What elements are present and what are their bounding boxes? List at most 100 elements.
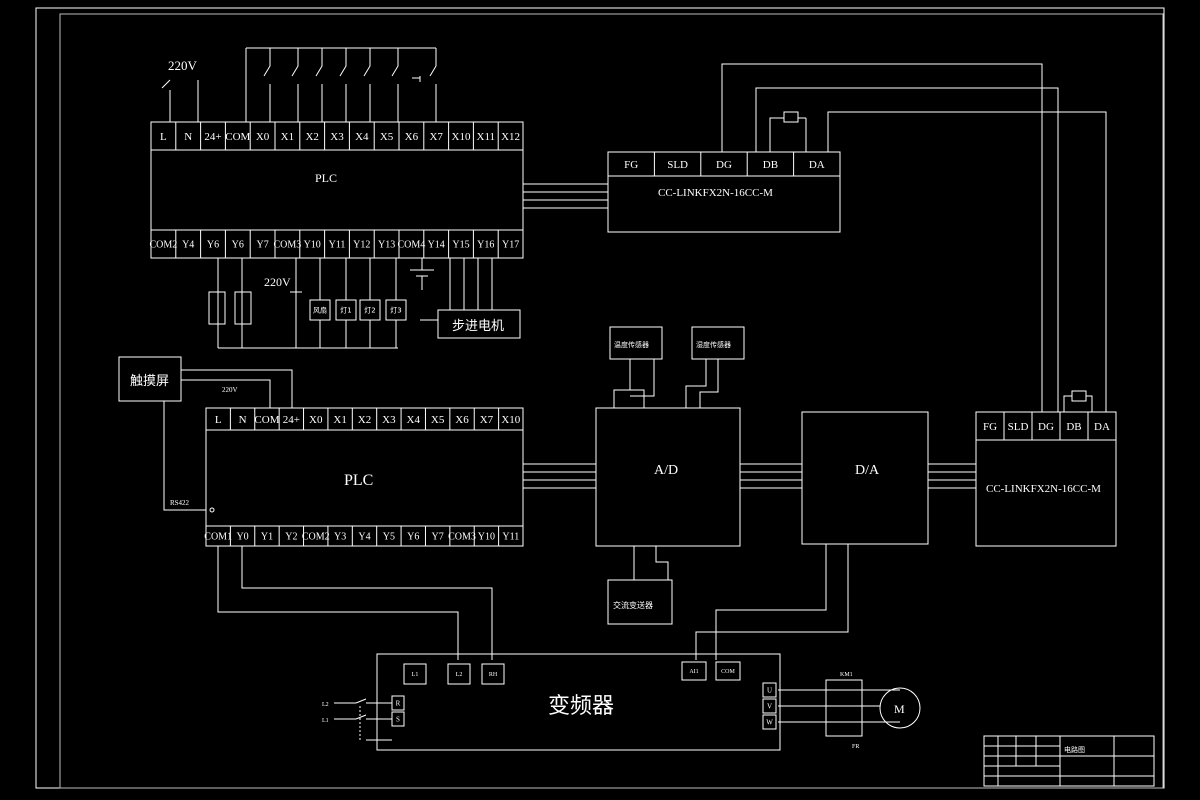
top-plc-input-terminal-11: X7 xyxy=(429,131,443,143)
bottom-plc-body xyxy=(205,407,524,547)
inverter-top-terminal-label-1: L2 xyxy=(456,672,463,678)
cc-top-terminal-2: DG xyxy=(716,159,732,171)
inverter-top-terminal-box-0 xyxy=(403,663,427,685)
title-block-name: 电路图 xyxy=(1064,745,1085,754)
load-label-2: 灯2 xyxy=(364,305,375,314)
cc-right-terminal-4: DA xyxy=(1094,421,1110,433)
bottom-plc-output-terminal-2: Y1 xyxy=(261,532,273,543)
load-label-1: 灯1 xyxy=(340,305,351,314)
cc-link-top-body xyxy=(607,151,841,233)
inverter-output-box-2 xyxy=(762,714,777,730)
top-plc-input-terminal-4: X0 xyxy=(256,131,270,143)
top-plc-input-terminal-10: X6 xyxy=(405,131,419,143)
cc-link-right-body xyxy=(975,411,1117,547)
top-plc-output-terminal-5: COM3 xyxy=(274,240,302,251)
bottom-plc-input-terminal-2: COM xyxy=(254,414,279,426)
bottom-plc-output-terminal-3: Y2 xyxy=(285,532,297,543)
touch-screen: 触摸屏 RS422 220V xyxy=(118,356,293,511)
inverter-output-label-2: W xyxy=(766,718,773,726)
top-plc-input-terminal-3: COM xyxy=(225,131,250,143)
bottom-plc-output-terminal-8: Y6 xyxy=(407,532,419,543)
ac-transmitter-box xyxy=(607,579,673,625)
bottom-plc-output-terminal-9: Y7 xyxy=(432,532,444,543)
inverter-top-terminal-label-2: RH xyxy=(489,672,498,678)
top-plc-input-terminal-2: 24+ xyxy=(204,131,221,143)
inverter-title: 变频器 xyxy=(548,694,614,719)
bottom-plc-input-terminal-0: L xyxy=(215,414,222,426)
inverter-body xyxy=(376,653,781,751)
bottom-plc-output-terminal-11: Y10 xyxy=(478,532,495,543)
rs422-label: RS422 xyxy=(170,499,190,507)
da-body xyxy=(801,411,929,545)
bottom-plc-input-terminal-8: X4 xyxy=(407,414,421,426)
touch-screen-box xyxy=(118,356,182,402)
bottom-plc-input-terminal-6: X2 xyxy=(358,414,371,426)
top-plc-input-terminal-6: X2 xyxy=(305,131,318,143)
cc-right-terminal-1: SLD xyxy=(1008,421,1029,433)
top-plc-input-terminal-8: X4 xyxy=(355,131,369,143)
inverter-top-terminal-label-0: L1 xyxy=(412,672,419,678)
bottom-plc-input-terminal-7: X3 xyxy=(382,414,396,426)
cc-right-terminal-2: DG xyxy=(1038,421,1054,433)
ad-module: A/D 温度传感器 湿度传感器 交流变送器 xyxy=(595,326,802,625)
bottom-plc-input-terminal-4: X0 xyxy=(309,414,323,426)
top-plc-input-terminal-1: N xyxy=(184,131,192,143)
contactor-label: KM1 xyxy=(840,672,853,678)
inverter-top-terminal-box-1 xyxy=(447,663,471,685)
top-plc-input-terminal-0: L xyxy=(160,131,167,143)
top-plc-supply-label: 220V xyxy=(168,58,198,73)
inverter-output-label-1: V xyxy=(767,702,772,710)
inverter-output-box-0 xyxy=(762,682,777,698)
load-label-3: 灯3 xyxy=(390,305,401,314)
top-plc-output-terminal-13: Y16 xyxy=(477,240,494,251)
cc-top-terminal-1: SLD xyxy=(667,159,688,171)
bottom-plc-output-terminal-0: COM1 xyxy=(204,532,232,543)
line-label-l2: L2 xyxy=(322,702,329,708)
bottom-plc-input-terminal-10: X6 xyxy=(455,414,469,426)
load-label-0: 风扇 xyxy=(313,305,327,314)
bottom-plc-input-terminal-11: X7 xyxy=(480,414,494,426)
ad-title: A/D xyxy=(654,463,678,478)
bottom-plc-output-terminal-4: COM2 xyxy=(302,532,330,543)
top-plc-input-terminal-5: X1 xyxy=(281,131,294,143)
inverter-aux-terminal-box-1 xyxy=(715,661,741,681)
inverter-output-label-0: U xyxy=(767,686,772,694)
bottom-plc-input-terminal-5: X1 xyxy=(333,414,346,426)
top-plc-input-terminal-13: X11 xyxy=(477,131,496,143)
motor-label: M xyxy=(894,702,905,716)
top-plc-input-terminal-12: X10 xyxy=(452,131,471,143)
top-plc-output-terminal-0: COM2 xyxy=(150,240,178,251)
bottom-plc-output-terminal-6: Y4 xyxy=(358,532,370,543)
top-plc-title: PLC xyxy=(315,171,337,185)
inverter-aux-terminal-label-0: AI1 xyxy=(689,669,698,675)
bottom-plc-input-terminal-1: N xyxy=(239,414,247,426)
top-plc-output-terminal-2: Y6 xyxy=(207,240,219,251)
cc-top-terminal-0: FG xyxy=(624,159,638,171)
top-plc-body xyxy=(150,121,524,259)
temp-sensor-label: 温度传感器 xyxy=(614,340,649,349)
top-plc-output-terminal-11: Y14 xyxy=(428,240,445,251)
inverter-input-label-1: S xyxy=(396,715,400,723)
bottom-plc-input-terminal-12: X10 xyxy=(501,414,520,426)
bottom-plc-output-terminal-12: Y11 xyxy=(502,532,519,543)
bottom-plc-input-terminal-3: 24+ xyxy=(283,414,300,426)
relay-label: FR xyxy=(852,744,859,750)
inverter-aux-terminal-label-1: COM xyxy=(721,669,735,675)
cc-link-right-title: CC-LINKFX2N-16CC-M xyxy=(986,483,1101,495)
top-plc-output-terminal-7: Y11 xyxy=(329,240,346,251)
motor-symbol xyxy=(879,687,921,729)
top-plc-input-terminal-14: X12 xyxy=(501,131,520,143)
ac-transmitter-label: 交流变送器 xyxy=(613,600,653,610)
bottom-plc-input-terminal-9: X5 xyxy=(431,414,445,426)
humidity-sensor-label: 湿度传感器 xyxy=(696,340,731,349)
bottom-plc-output-terminal-10: COM3 xyxy=(448,532,476,543)
stepper-motor-box xyxy=(437,309,521,339)
da-title: D/A xyxy=(855,463,880,478)
outer-frame xyxy=(35,7,1165,789)
